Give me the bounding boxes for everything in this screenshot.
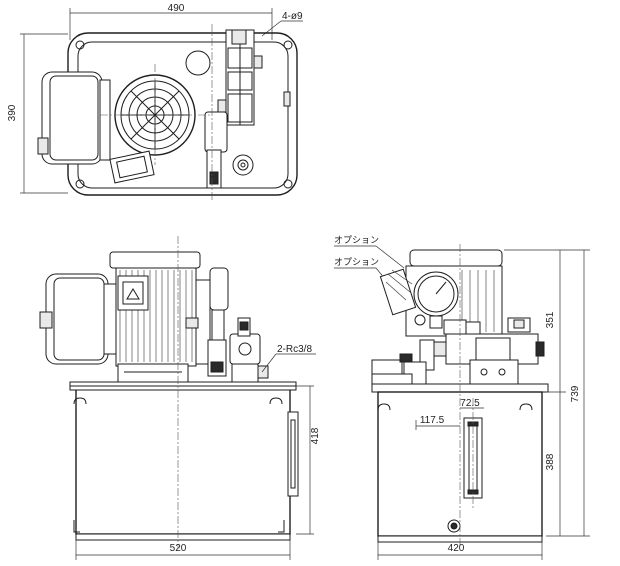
dim-offset-72-5: 72.5 [460, 398, 480, 409]
dim-front-width: 520 [170, 543, 187, 554]
dim-port-label: 2-Rc3/8 [277, 344, 312, 355]
dim-offset-117-5: 117.5 [420, 415, 445, 426]
dim-holes: 4-ø9 [282, 11, 303, 22]
option-label-2: オプション [334, 257, 379, 267]
dim-top-height: 390 [7, 104, 18, 121]
dim-top-width: 490 [168, 3, 185, 14]
option-label-1: オプション [334, 235, 379, 245]
side-view: オプション オプション [334, 235, 590, 560]
dim-front-tank-height: 418 [310, 427, 321, 444]
dim-side-width: 420 [448, 543, 465, 554]
dim-side-total-height: 739 [570, 385, 581, 402]
dim-side-tank-height: 388 [545, 453, 556, 470]
top-view: 490 4-ø9 390 [7, 3, 303, 200]
front-view: 2-Rc3/8 418 520 [39, 236, 321, 560]
dim-side-upper-height: 351 [545, 311, 556, 328]
